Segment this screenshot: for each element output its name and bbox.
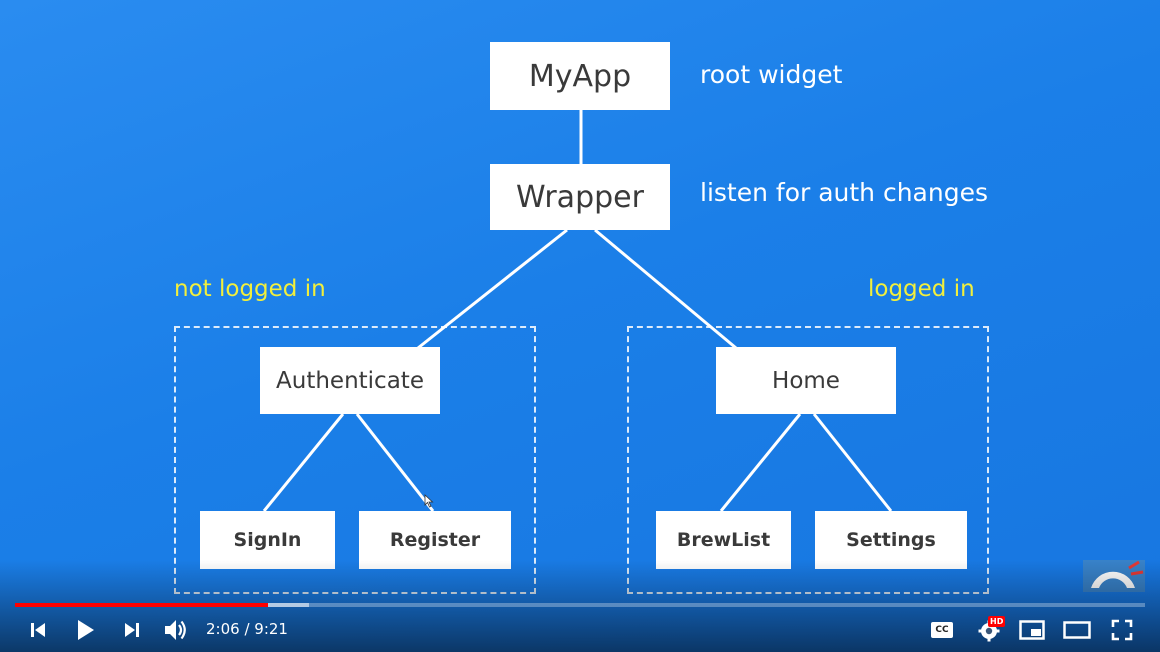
brewlist-node: BrewList	[656, 511, 791, 569]
captions-button[interactable]: CC	[928, 616, 956, 644]
myapp-node: MyApp	[490, 42, 670, 110]
next-icon	[125, 623, 139, 637]
fullscreen-button[interactable]	[1108, 616, 1136, 644]
connector-wrapper-authenticate	[417, 228, 568, 350]
progress-bar[interactable]	[15, 603, 1145, 607]
fullscreen-icon	[1111, 619, 1133, 641]
progress-played	[15, 603, 269, 607]
captions-icon: CC	[931, 622, 953, 638]
duration: 9:21	[254, 620, 288, 638]
mouse-cursor-icon	[424, 494, 434, 508]
authenticate-node: Authenticate	[260, 347, 440, 414]
register-node: Register	[359, 511, 511, 569]
current-time: 2:06	[206, 620, 240, 638]
wrapper-node: Wrapper	[490, 164, 670, 230]
hd-badge: HD	[988, 616, 1006, 627]
volume-button[interactable]	[160, 616, 192, 644]
miniplayer-icon	[1019, 620, 1045, 640]
time-separator: /	[239, 620, 255, 638]
previous-icon	[31, 623, 45, 637]
miniplayer-button[interactable]	[1018, 616, 1046, 644]
theater-mode-button[interactable]	[1062, 616, 1092, 644]
play-button[interactable]	[70, 616, 100, 644]
time-display: 2:06 / 9:21	[206, 620, 288, 638]
connector-wrapper-home	[594, 228, 737, 350]
home-node: Home	[716, 347, 896, 414]
connector-home-settings	[812, 413, 893, 512]
connector-authenticate-register	[355, 413, 435, 512]
logged-in-caption: logged in	[868, 276, 975, 302]
volume-icon	[165, 620, 186, 640]
root-widget-note: root widget	[700, 60, 843, 89]
settings-node: Settings	[815, 511, 967, 569]
auth-changes-note: listen for auth changes	[700, 178, 989, 207]
next-button[interactable]	[118, 616, 146, 644]
settings-button[interactable]: HD	[974, 616, 1006, 644]
connector-home-brewlist	[719, 413, 802, 512]
play-icon	[78, 620, 94, 640]
not-logged-in-caption: not logged in	[174, 276, 326, 302]
captions-label: CC	[935, 625, 949, 635]
connector-authenticate-signin	[262, 413, 345, 512]
theater-icon	[1063, 621, 1091, 639]
signin-node: SignIn	[200, 511, 335, 569]
previous-button[interactable]	[24, 616, 52, 644]
